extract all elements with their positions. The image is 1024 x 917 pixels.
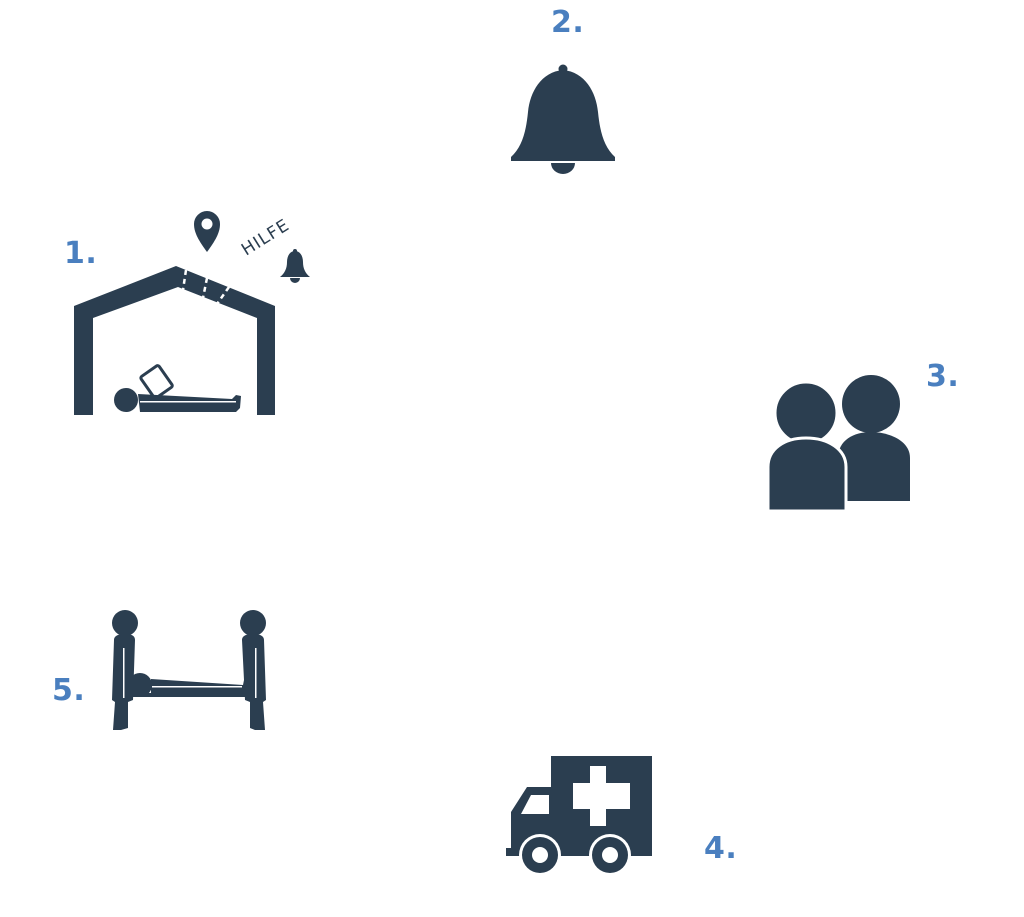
people-icon [766, 375, 910, 513]
small-bell-icon [280, 249, 310, 283]
step-label-2: 2. [551, 5, 585, 40]
step-label-1: 1. [64, 236, 98, 271]
location-pin-icon [194, 211, 220, 252]
house-fallen-person-alert-icon: HILFE [74, 211, 310, 415]
step-label-3: 3. [926, 359, 960, 394]
step-label-4: 4. [704, 831, 738, 866]
bell-icon [511, 64, 615, 174]
step-label-5: 5. [52, 673, 86, 708]
alert-text: HILFE [238, 215, 293, 260]
ambulance-icon [506, 756, 652, 876]
fallen-person-icon [114, 364, 241, 412]
stretcher-carry-icon [112, 610, 266, 730]
